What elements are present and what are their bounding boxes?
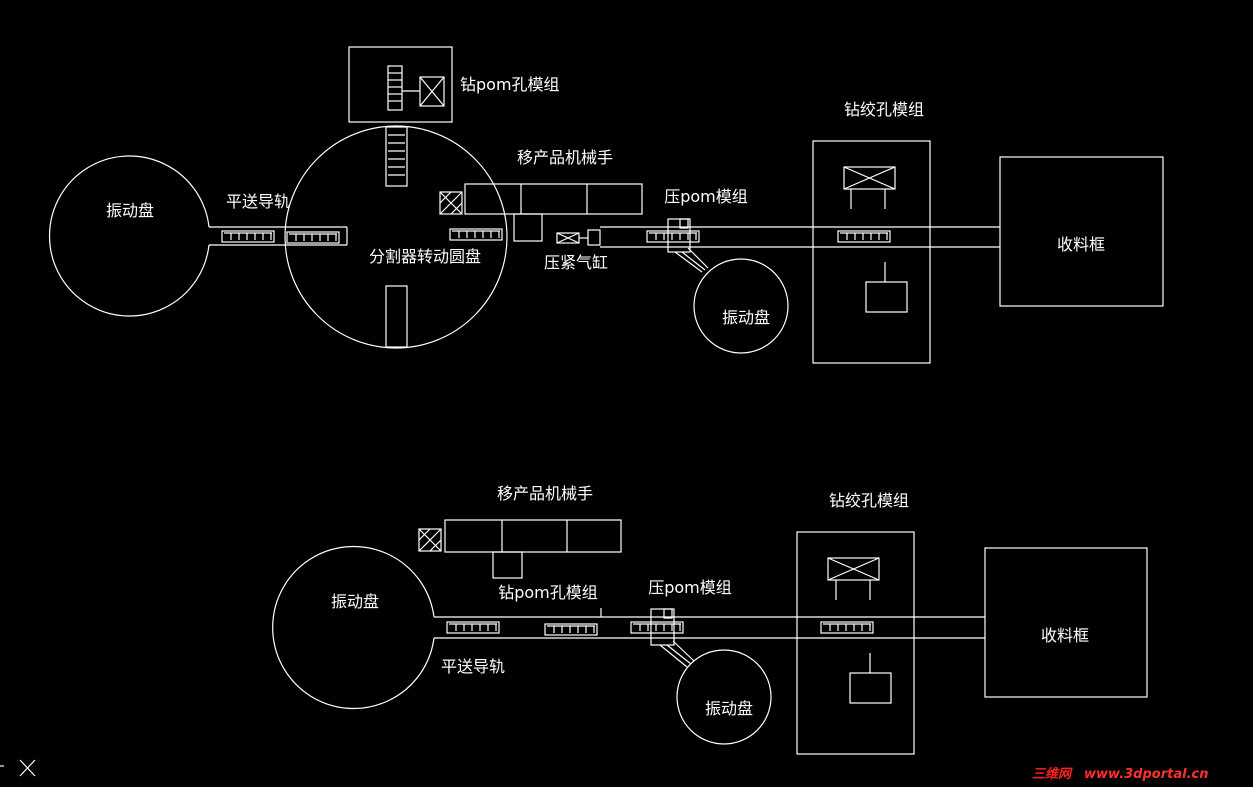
vibratory-bowl-right-label: 振动盘 xyxy=(722,308,770,327)
watermark-brand: 三维网 xyxy=(1032,766,1073,782)
diagram-b: 振动盘 平送导轨 移产品机械手 钻pom孔模组 xyxy=(272,484,1148,755)
clamp-cylinder: 压紧气缸 xyxy=(544,229,608,272)
transfer-manipulator-a: 移产品机械手 xyxy=(439,148,643,242)
collection-box-a: 收料框 xyxy=(999,156,1164,307)
flat-feed-rail-label: 平送导轨 xyxy=(441,657,505,676)
drill-pom-module-label: 钻pom孔模组 xyxy=(498,583,598,602)
press-pom-module-a: 压pom模组 xyxy=(646,187,748,273)
vibratory-bowl-left-a: 振动盘 xyxy=(48,155,210,317)
ream-module-a: 钻绞孔模组 xyxy=(812,100,931,364)
flat-feed-rail-a: 平送导轨 xyxy=(209,192,348,246)
transfer-manipulator-label: 移产品机械手 xyxy=(497,484,593,503)
ream-module-b: 钻绞孔模组 xyxy=(796,491,915,755)
vibratory-bowl-left-label: 振动盘 xyxy=(331,592,379,611)
press-pom-module-b: 压pom模组 xyxy=(630,578,732,668)
collection-box-b: 收料框 xyxy=(984,547,1148,698)
vibratory-bowl-right-a: 振动盘 xyxy=(693,258,789,354)
main-rail-b: 平送导轨 xyxy=(434,608,985,676)
transfer-manipulator-b: 移产品机械手 xyxy=(418,484,622,579)
press-pom-module-label: 压pom模组 xyxy=(648,578,732,597)
clamp-cylinder-label: 压紧气缸 xyxy=(544,253,608,272)
drill-pom-module-label: 钻pom孔模组 xyxy=(460,75,560,94)
vibratory-bowl-left-b: 振动盘 xyxy=(272,545,435,710)
watermark-url: www.3dportal.cn xyxy=(1084,767,1208,782)
indexing-disc-label: 分割器转动圆盘 xyxy=(369,247,481,266)
flat-feed-rail-label: 平送导轨 xyxy=(226,192,290,211)
main-rail-a xyxy=(600,226,1000,248)
transfer-manipulator-label: 移产品机械手 xyxy=(517,148,613,167)
collection-box-label: 收料框 xyxy=(1057,235,1105,254)
press-pom-module-label: 压pom模组 xyxy=(664,187,748,206)
collection-box-label: 收料框 xyxy=(1041,626,1089,645)
vibratory-bowl-right-b: 振动盘 xyxy=(676,649,772,745)
vibratory-bowl-left-label: 振动盘 xyxy=(106,201,154,220)
watermark: 三维网 www.3dportal.cn xyxy=(1032,766,1208,782)
ream-module-label: 钻绞孔模组 xyxy=(829,491,909,510)
drill-pom-module-a: 钻pom孔模组 xyxy=(348,46,560,123)
vibratory-bowl-right-label: 振动盘 xyxy=(705,699,753,718)
ream-module-label: 钻绞孔模组 xyxy=(844,100,924,119)
diagram-a: 振动盘 平送导轨 分割器转动圆盘 xyxy=(48,46,1164,364)
ucs-icon xyxy=(0,759,36,777)
indexing-disc: 分割器转动圆盘 xyxy=(284,125,508,349)
